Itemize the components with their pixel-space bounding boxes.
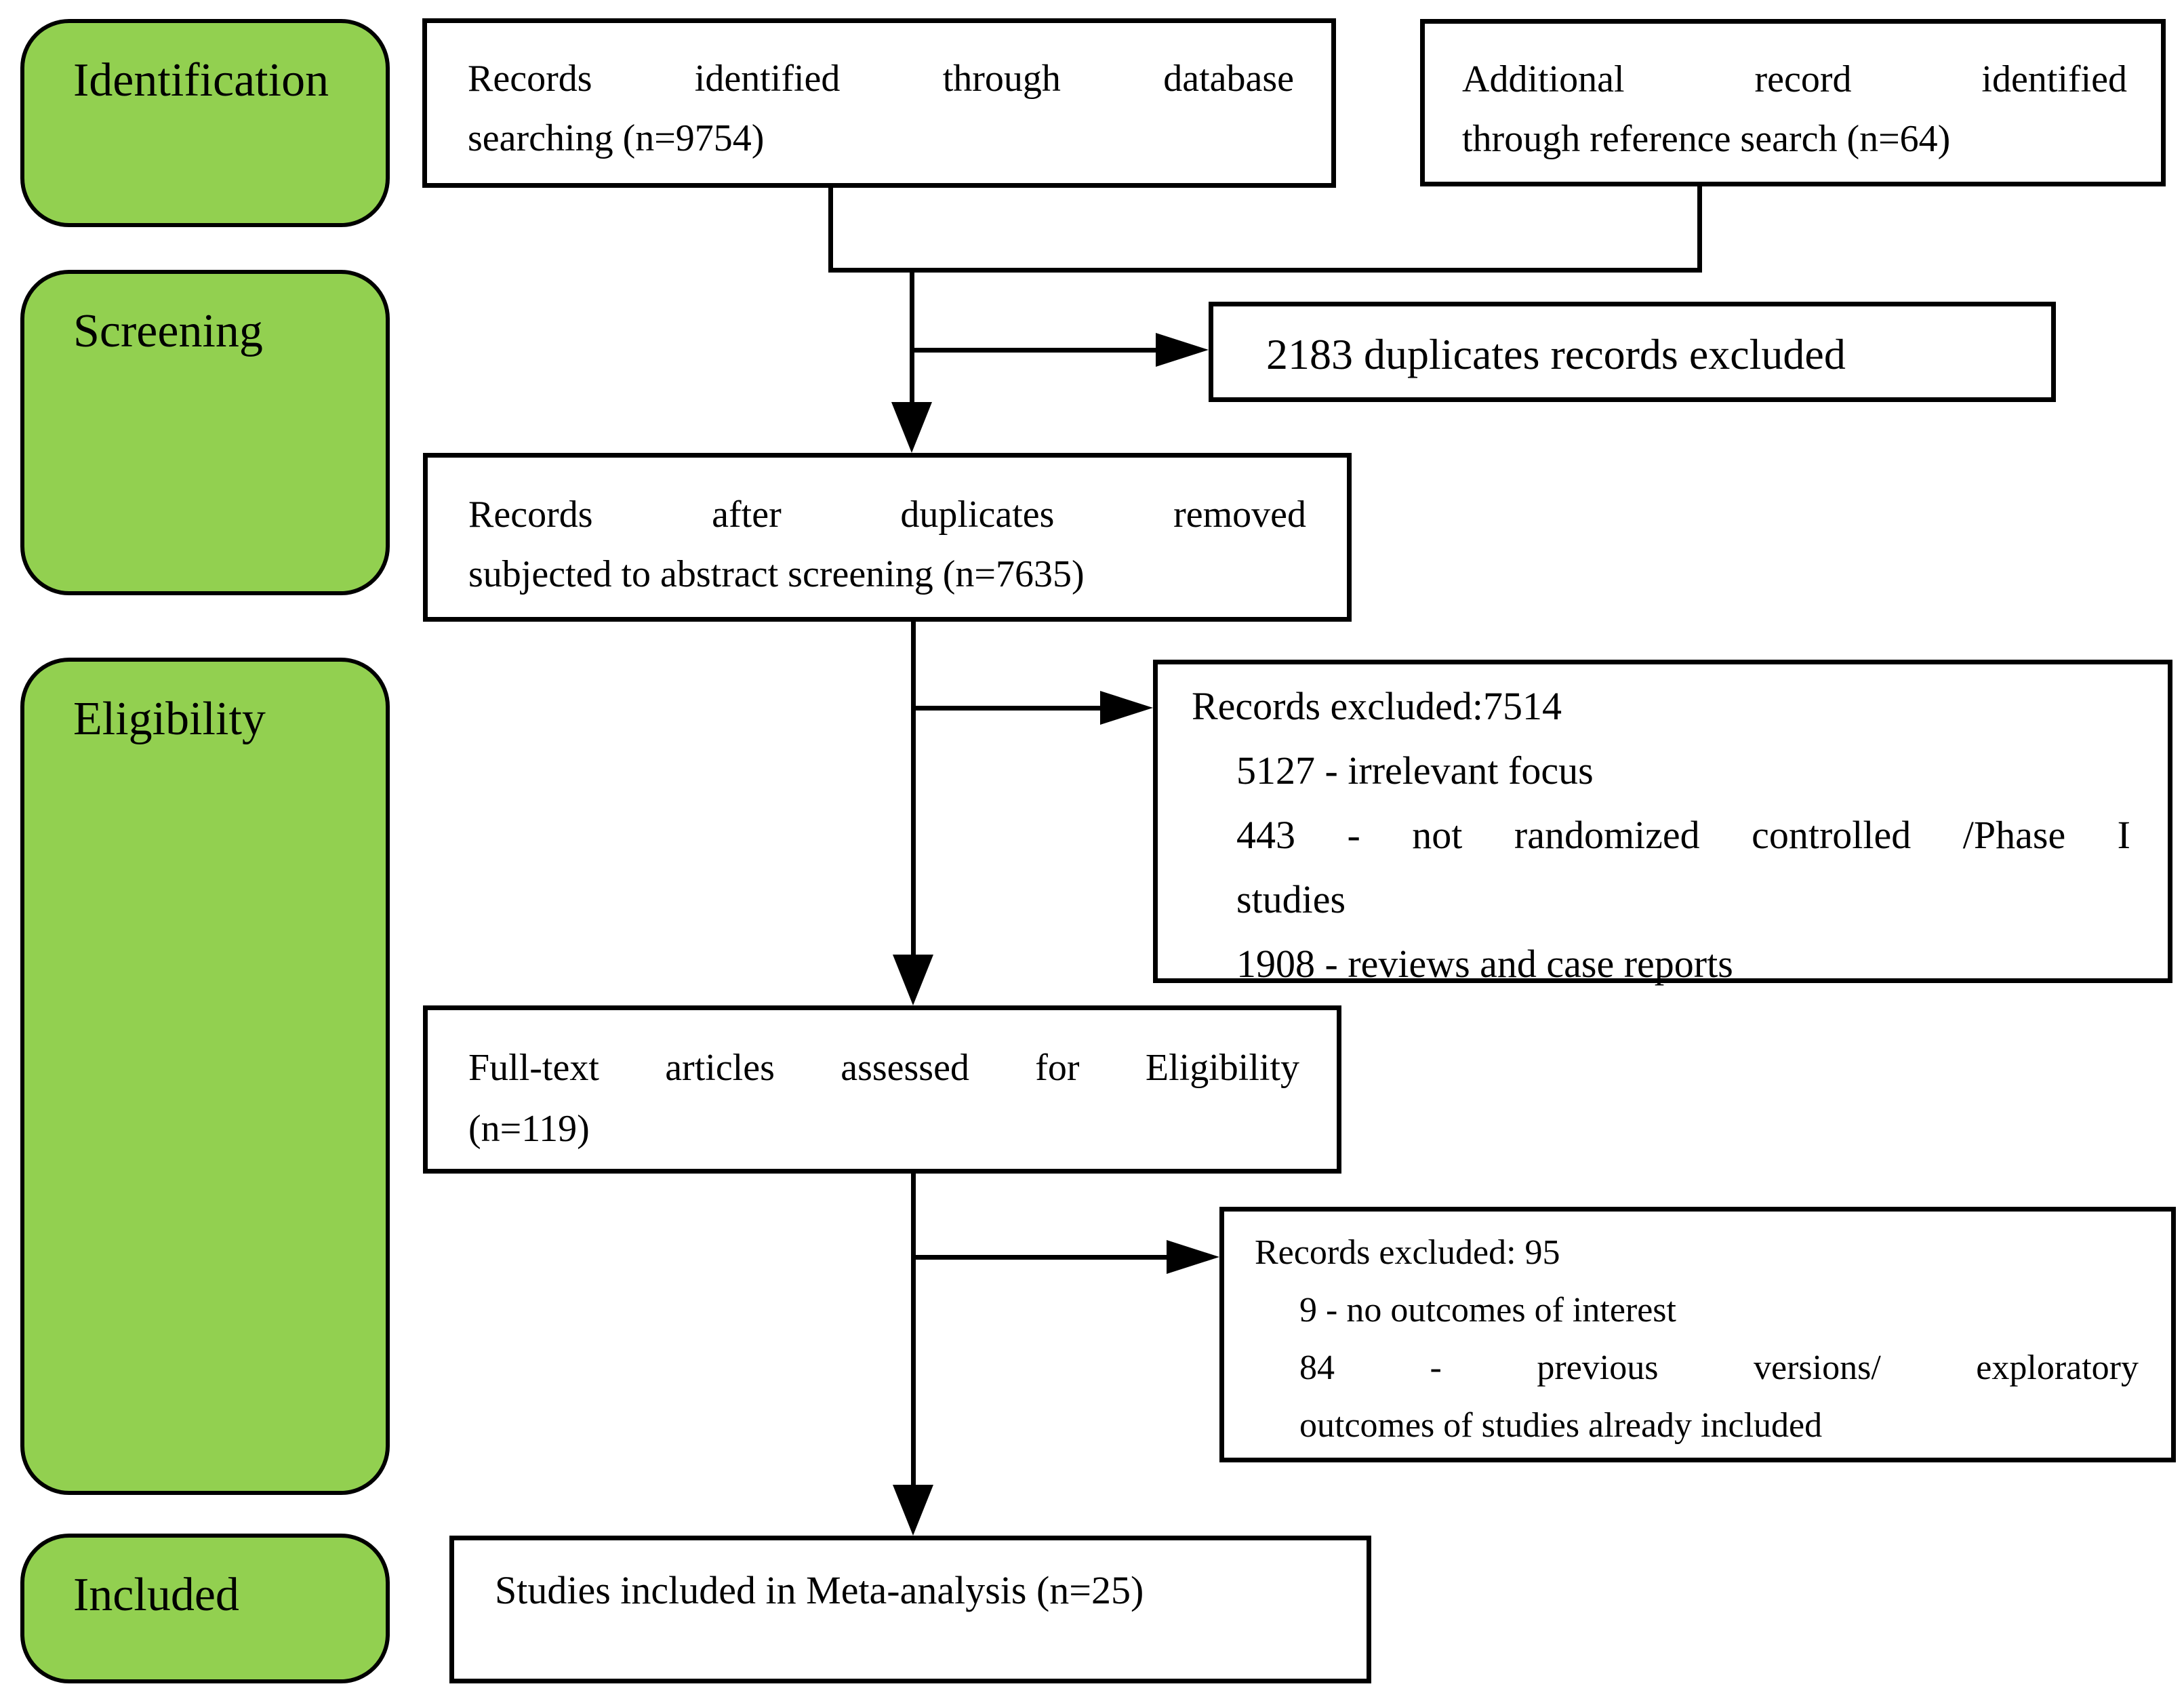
box-studies-included-meta-analysis: Studies included in Meta-analysis (n=25) [449,1536,1371,1683]
stage-identification-label: Identification [73,54,329,106]
additional-records-line-1: Additional record identified [1462,58,2127,100]
stage-eligibility-label: Eligibility [73,693,266,745]
arrowhead-down-screening-icon [891,402,932,453]
excluded-fulltext-item-2: 84 - previous versions/ exploratory [1299,1348,2139,1387]
stage-screening: Screening [20,270,390,595]
fulltext-line-2: (n=119) [468,1108,590,1150]
connector-branch-duplicates [910,348,1160,353]
connector-to-screening [910,268,914,410]
duplicates-excluded-text: 2183 duplicates records excluded [1266,330,1846,378]
connector-reference-down [1697,186,1702,273]
stage-screening-label: Screening [73,305,263,357]
connector-to-fulltext [911,622,916,959]
fulltext-line-1: Full-text articles assessed for Eligibil… [468,1047,1299,1089]
box-additional-records-reference: Additional record identified through ref… [1420,19,2166,186]
arrowhead-right-duplicates-icon [1156,333,1209,367]
box-records-after-duplicates: Records after duplicates removed subject… [423,453,1352,622]
stage-identification: Identification [20,19,390,227]
studies-included-text: Studies included in Meta-analysis (n=25) [495,1568,1144,1612]
box-fulltext-assessed: Full-text articles assessed for Eligibil… [423,1005,1341,1174]
stage-included-label: Included [73,1569,239,1621]
excluded-screening-item-2-cont: studies [1236,877,1346,921]
box-records-identified-database: Records identified through database sear… [422,18,1336,188]
arrowhead-right-excluded-fulltext-icon [1167,1240,1219,1274]
stage-included: Included [20,1534,390,1683]
excluded-screening-title: Records excluded:7514 [1192,684,1562,728]
box-duplicates-excluded: 2183 duplicates records excluded [1209,302,2056,402]
connector-branch-excluded-screening [911,706,1104,711]
connector-branch-excluded-fulltext [911,1255,1169,1260]
stage-eligibility: Eligibility [20,658,390,1495]
excluded-screening-item-1: 5127 - irrelevant focus [1236,748,1594,793]
connector-database-down [828,188,833,273]
after-duplicates-line-2: subjected to abstract screening (n=7635) [468,553,1085,595]
arrowhead-down-fulltext-icon [893,955,933,1005]
additional-records-line-2: through reference search (n=64) [1462,118,1951,160]
records-identified-line-1: Records identified through database [468,58,1294,100]
box-records-excluded-screening: Records excluded:7514 5127 - irrelevant … [1153,660,2172,986]
connector-merge-horizontal [828,268,1702,273]
records-identified-line-2: searching (n=9754) [468,117,765,159]
box-records-excluded-fulltext: Records excluded: 95 9 - no outcomes of … [1219,1207,2176,1462]
excluded-fulltext-item-2-cont: outcomes of studies already included [1299,1406,1823,1445]
excluded-screening-item-3: 1908 - reviews and case reports [1236,942,1733,986]
excluded-fulltext-item-1: 9 - no outcomes of interest [1299,1291,1676,1330]
connector-to-included [911,1174,916,1489]
arrowhead-right-excluded-screening-icon [1100,691,1153,725]
excluded-screening-item-2: 443 - not randomized controlled /Phase I [1236,813,2130,857]
arrowhead-down-included-icon [893,1485,933,1536]
excluded-fulltext-title: Records excluded: 95 [1255,1233,1560,1272]
after-duplicates-line-1: Records after duplicates removed [468,494,1306,536]
